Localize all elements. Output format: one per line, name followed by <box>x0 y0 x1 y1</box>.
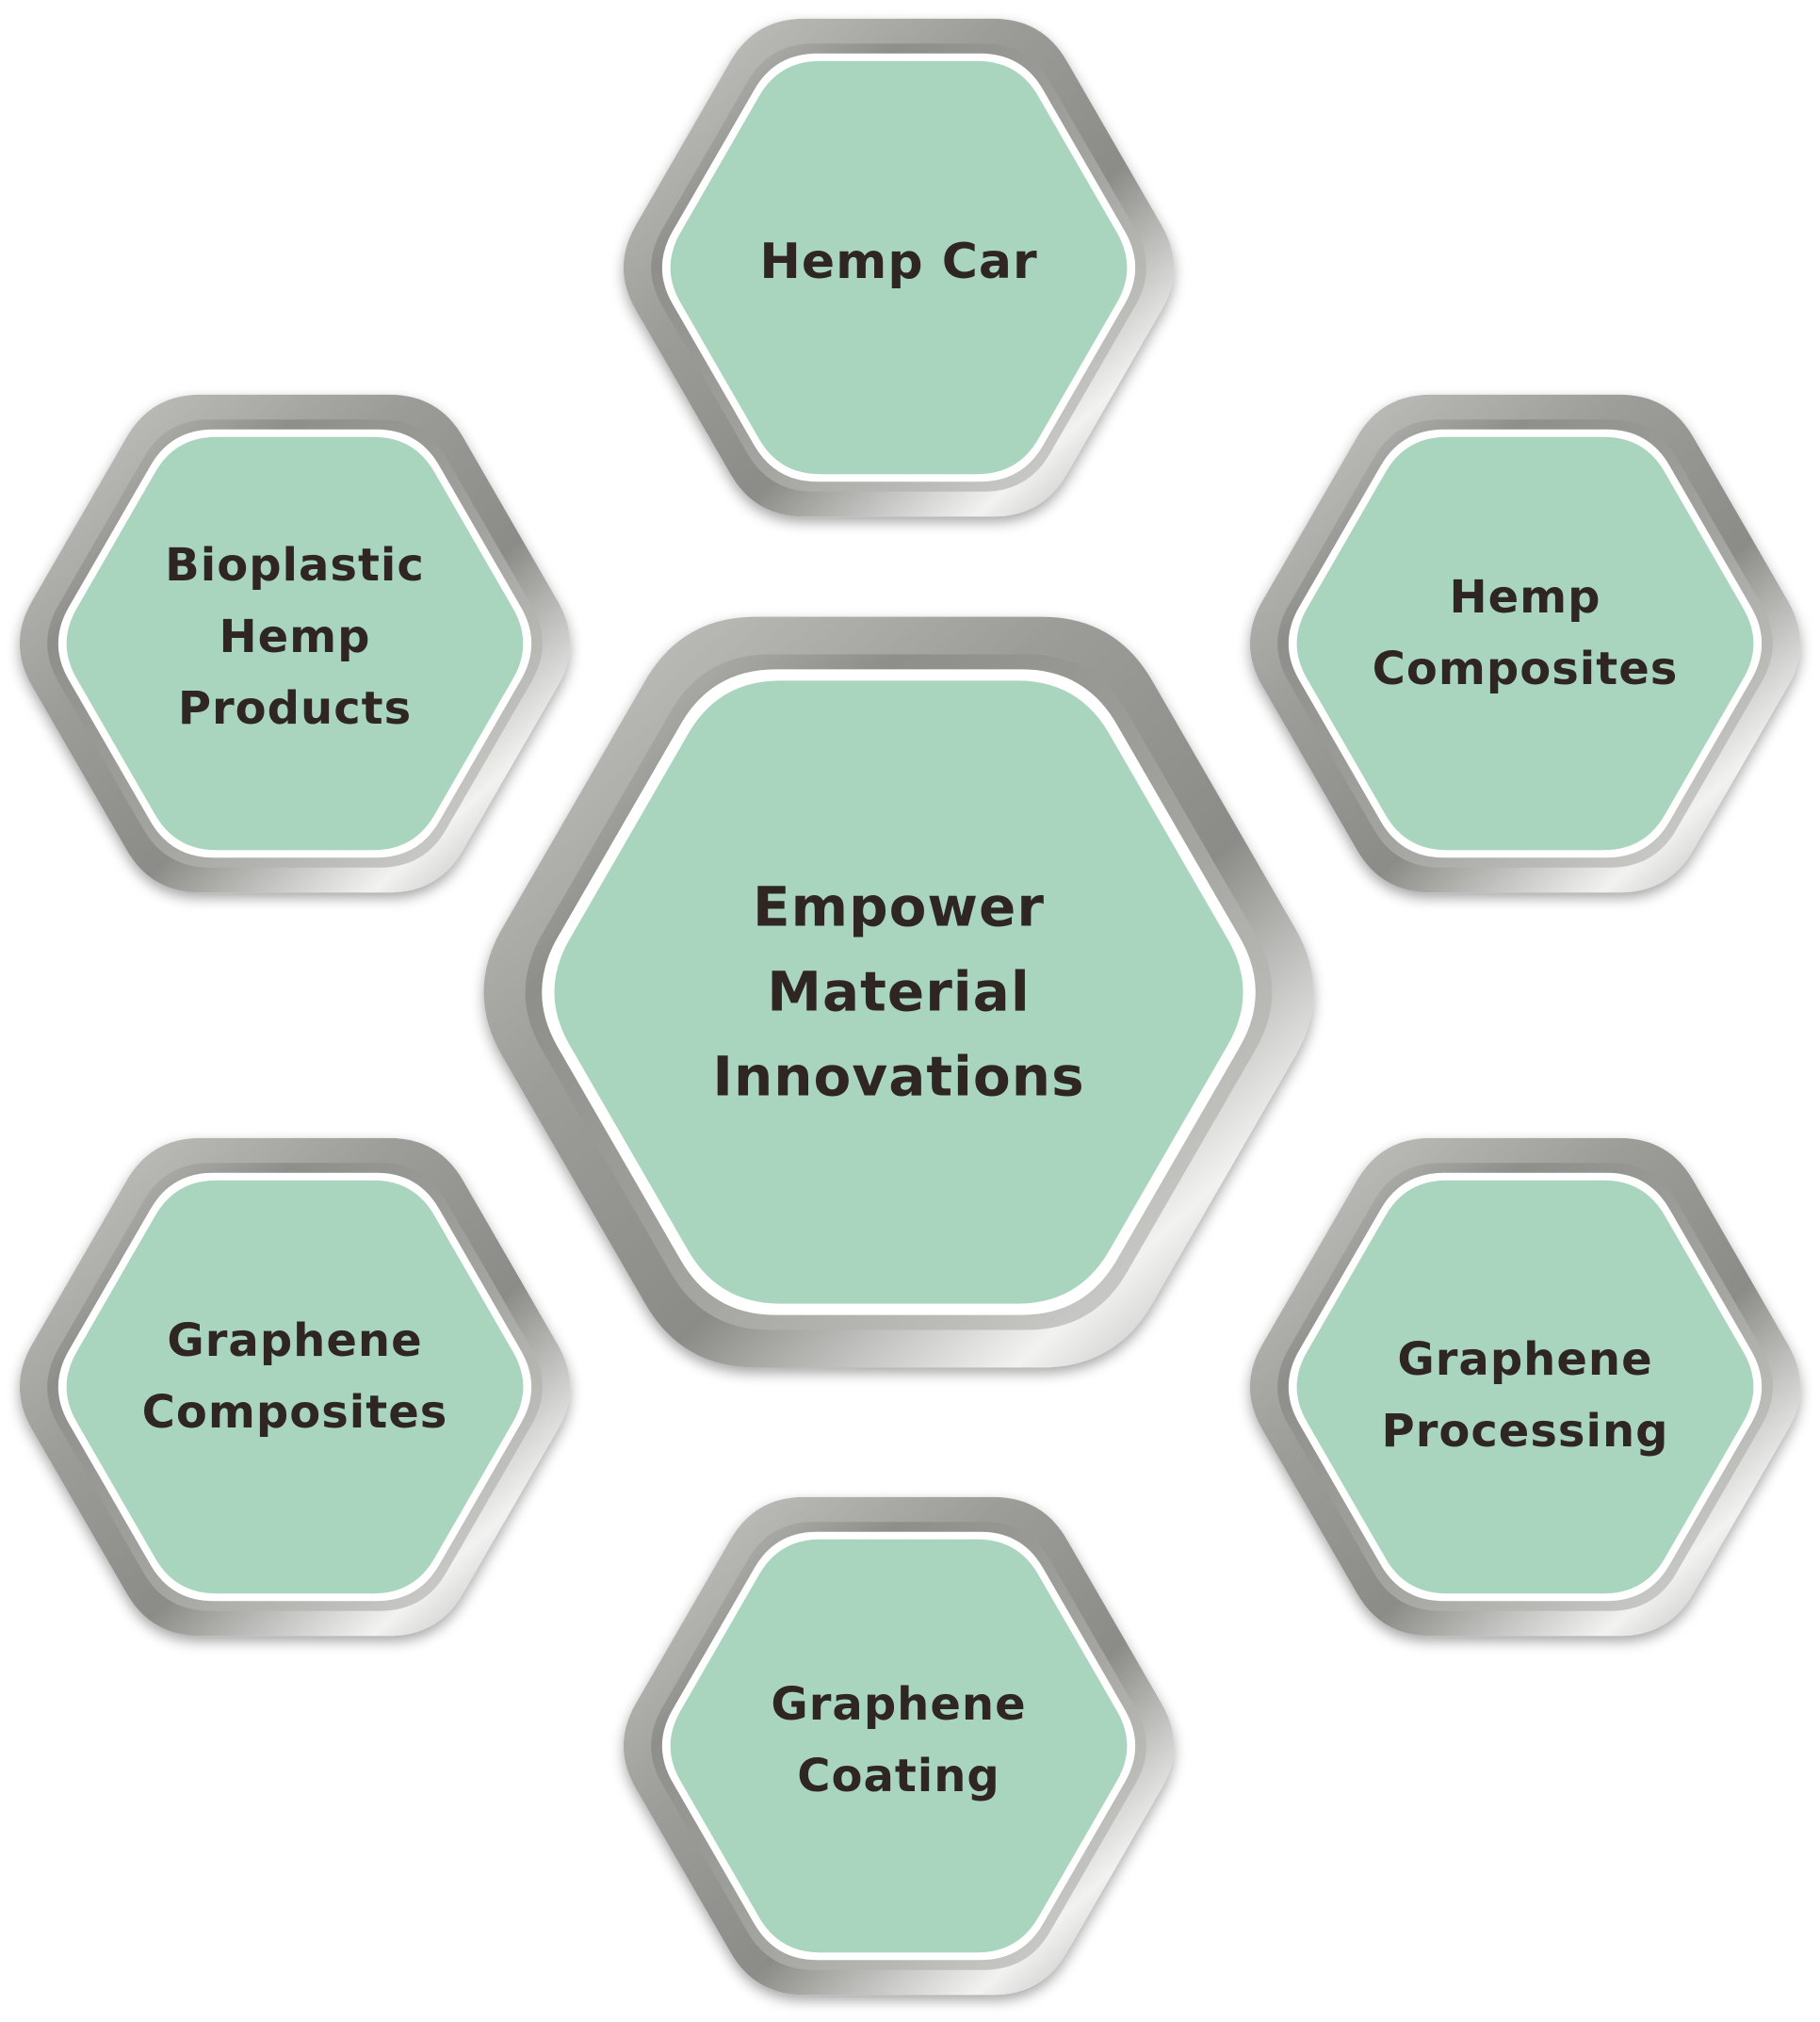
hexagon-center-fill <box>554 680 1243 1304</box>
hexagon-hemp-car-fill <box>670 60 1128 475</box>
hexagon-graphene-coating-fill <box>670 1539 1128 1953</box>
hexagon-graphene-coating-label-line: Graphene <box>771 1678 1026 1731</box>
hexagon-graphene-processing-label-line: Processing <box>1382 1405 1669 1458</box>
hexagon-graphene-coating-label-line: Coating <box>797 1750 1000 1802</box>
hexagon-graphene-composites-label-line: Composites <box>142 1386 448 1439</box>
hexagon-bioplastic-hemp-products-label-line: Bioplastic <box>165 539 425 592</box>
hexagon-bioplastic-hemp-products-label-line: Hemp <box>219 611 370 663</box>
hexagon-hemp-composites-fill <box>1296 436 1754 851</box>
hexagon-graphene-composites-label-line: Graphene <box>167 1314 422 1367</box>
hexagon-hemp-car: Hemp Car <box>623 18 1175 517</box>
hexagon-center-label-line: Material <box>767 959 1030 1023</box>
hexagon-hemp-car-label: Hemp Car <box>759 234 1037 290</box>
hexagon-graphene-processing-label-line: Graphene <box>1397 1333 1652 1386</box>
hexagon-graphene-composites-fill <box>66 1180 524 1594</box>
hexagon-hemp-composites-label-line: Composites <box>1373 643 1679 695</box>
hexagon-hemp-composites-label-line: Hemp <box>1449 571 1601 624</box>
hexagon-bioplastic-hemp-products-label-line: Products <box>178 682 412 735</box>
hexagon-graphene-processing-fill <box>1296 1180 1754 1594</box>
hexagon-center-label-line: Innovations <box>712 1044 1084 1108</box>
hexagon-center-label-line: Empower <box>753 874 1045 938</box>
hexagon-hemp-car-label-line: Hemp Car <box>759 234 1037 290</box>
hexagon-bioplastic-hemp-products-fill <box>66 436 524 851</box>
